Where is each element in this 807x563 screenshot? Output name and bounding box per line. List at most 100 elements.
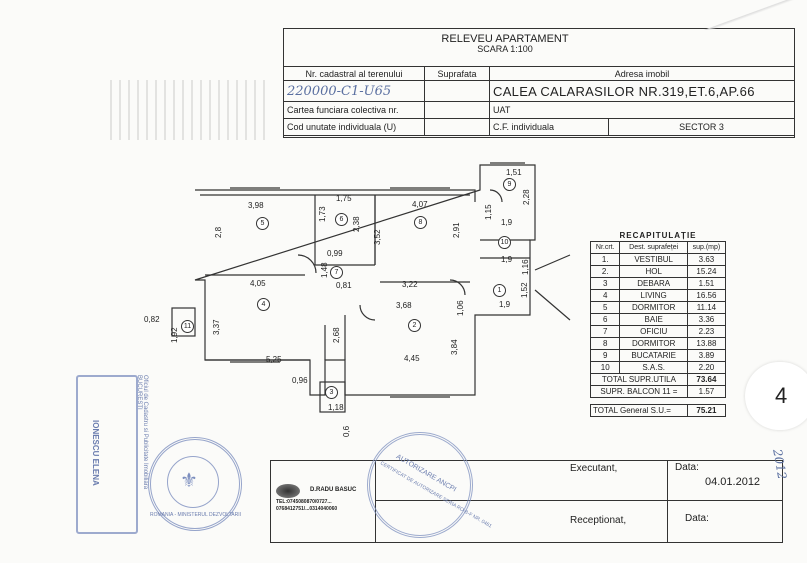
recap-col-sup: sup.(mp) (686, 241, 727, 254)
dim-label: 3,22 (402, 280, 418, 289)
recap-dest: BUCATARIE (619, 349, 688, 362)
recap-nr: 2. (589, 265, 621, 278)
header-col-surface: Suprafata (424, 66, 490, 81)
dim-label: 1,9 (499, 300, 511, 309)
ministry-seal-inner (167, 456, 219, 508)
recap-nr: 6 (589, 313, 621, 326)
dim-label: 0,99 (327, 249, 343, 258)
header-col-address: Adresa imobil (489, 66, 795, 81)
recap-dest: DORMITOR (619, 337, 688, 350)
dim-label: 3,52 (373, 229, 382, 245)
ministry-seal (148, 437, 242, 531)
document-scale: SCARA 1:100 (477, 44, 533, 54)
recap-nr: 3 (589, 277, 621, 290)
ministry-seal-text: ROMANIA - MINISTERUL DEZVOLTARII (150, 512, 242, 518)
dim-label: 1,92 (170, 327, 179, 343)
document-title: RELEVEU APARTAMENT (441, 33, 569, 45)
room-marker-2: 2 (408, 319, 421, 332)
ocpi-stamp-text: Oficiul de Cadastru si Publicitate Imobi… (136, 375, 148, 490)
total-general-value: 75.21 (686, 404, 727, 417)
total-general-label: TOTAL General S.U.= (590, 404, 688, 417)
surface-value (424, 80, 490, 102)
recap-dest: BAIE (619, 313, 688, 326)
cadastral-number: 220000-C1-U65 (283, 80, 425, 102)
total-util-label: TOTAL SUPR.UTILA (590, 373, 688, 386)
dim-label: 1,52 (520, 282, 529, 298)
dim-label: 3,37 (212, 319, 221, 335)
recap-sup: 2.23 (686, 325, 727, 338)
page-number-tab[interactable]: 4 (745, 362, 807, 430)
ancpi-stamp (367, 432, 473, 538)
dim-label: 1,48 (320, 262, 329, 278)
coat-of-arms-icon: ⚜ (180, 470, 198, 492)
recap-dest: VESTIBUL (619, 253, 688, 266)
balcon-value: 1.57 (686, 385, 727, 398)
total-util-value: 73.64 (686, 373, 727, 386)
recap-dest: S.A.S. (619, 361, 688, 374)
dim-label: 1,18 (328, 403, 344, 412)
dim-label: 1,73 (318, 206, 327, 222)
dim-label: 4,45 (404, 354, 420, 363)
dim-label: 0,96 (292, 376, 308, 385)
recap-sup: 3.63 (686, 253, 727, 266)
author-logo-icon (276, 484, 300, 498)
room-marker-5: 5 (256, 217, 269, 230)
recap-sup: 1.51 (686, 277, 727, 290)
author-phones-2: 0768412751/...0314040060 (276, 506, 338, 512)
dim-label: 1,9 (501, 218, 513, 227)
ocpi-stamp (76, 375, 138, 534)
dim-label: 0,82 (144, 315, 160, 324)
recap-nr: 5 (589, 301, 621, 314)
dim-label: 1,16 (521, 259, 530, 275)
dim-label: 0,6 (342, 425, 351, 437)
author-phones: TEL:0745080870/0727... (276, 499, 332, 505)
address-value: CALEA CALARASILOR NR.319,ET.6,AP.66 (489, 80, 795, 102)
dim-label: 2,8 (214, 226, 223, 238)
dim-label: 3,84 (450, 339, 459, 355)
recap-col-nr: Nr.crt. (589, 241, 621, 254)
recap-dest: DORMITOR (619, 301, 688, 314)
dim-label: 1,51 (506, 168, 522, 177)
footer-table-frame (270, 460, 783, 543)
dim-label: 5,25 (266, 355, 282, 364)
recap-title: RECAPITULAȚIE (619, 230, 697, 240)
room-marker-3: 3 (325, 386, 338, 399)
header-col-cadastral: Nr. cadastral al terenului (283, 66, 425, 81)
dim-label: 1,9 (501, 255, 513, 264)
faded-scan-marks (110, 80, 270, 140)
room-marker-1: 1 (493, 284, 506, 297)
room-marker-10: 10 (498, 236, 511, 249)
dim-label: 1,06 (456, 300, 465, 316)
room-marker-8: 8 (414, 216, 427, 229)
cod-unitate-value (424, 118, 490, 136)
recap-nr: 10 (589, 361, 621, 374)
author-name: D.RADU BASUC (310, 487, 357, 493)
carte-funciara-value (424, 101, 490, 119)
dim-label: 4,05 (250, 279, 266, 288)
recap-sup: 15.24 (686, 265, 727, 278)
balcon-label: SUPR. BALCON 11 = (590, 385, 688, 398)
room-marker-9: 9 (503, 178, 516, 191)
recap-nr: 4 (589, 289, 621, 302)
recap-sup: 16.56 (686, 289, 727, 302)
recap-sup: 3.36 (686, 313, 727, 326)
recap-dest: LIVING (619, 289, 688, 302)
recap-sup: 11.14 (686, 301, 727, 314)
recap-sup: 2.20 (686, 361, 727, 374)
cf-individuala-label: C.F. individuala (489, 118, 609, 136)
page-edge (700, 0, 807, 30)
dim-label: 2,91 (452, 222, 461, 238)
dim-label: 3,68 (396, 301, 412, 310)
recap-nr: 8 (589, 337, 621, 350)
recap-sup: 13.88 (686, 337, 727, 350)
dim-label: 1,15 (484, 204, 493, 220)
dim-label: 0,81 (336, 281, 352, 290)
